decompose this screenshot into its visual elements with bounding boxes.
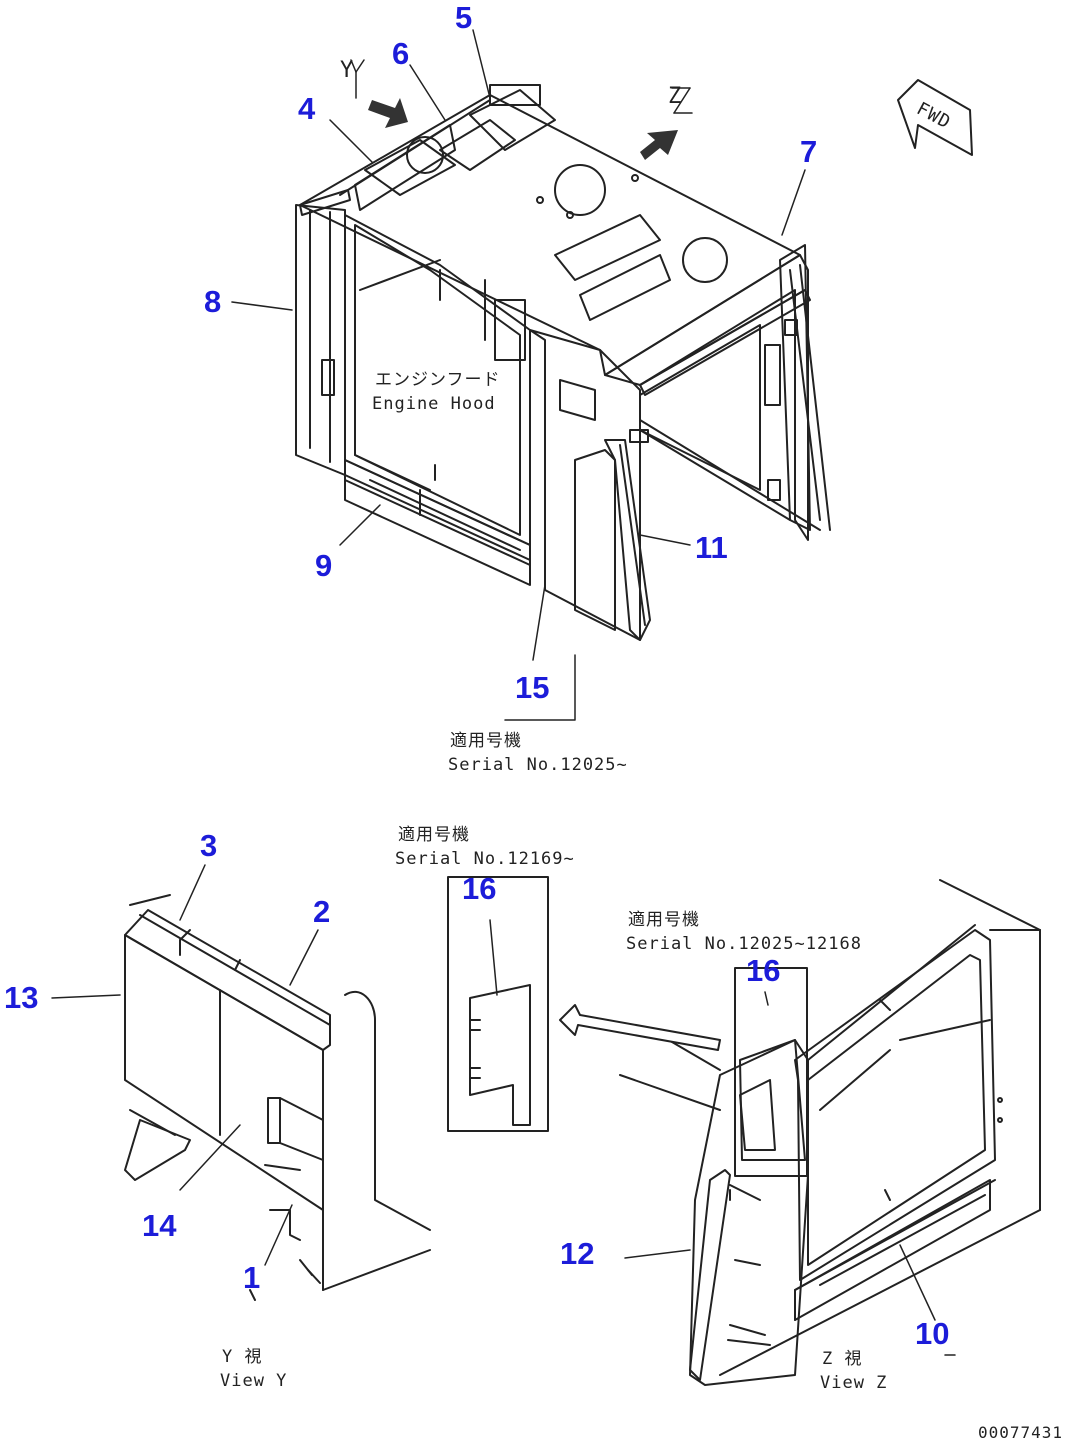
- drawing-number: 00077431: [978, 1423, 1064, 1442]
- fwd-arrow-icon: [897, 79, 973, 156]
- callout-9[interactable]: 9: [315, 548, 333, 583]
- callout-7[interactable]: 7: [800, 134, 818, 169]
- callout-5[interactable]: 5: [455, 0, 473, 35]
- view-z-en: View Z: [820, 1373, 888, 1393]
- serial-view-z-en: Serial No.12025~12168: [626, 934, 862, 954]
- arrow-z-label: Z: [668, 84, 683, 109]
- callout-13[interactable]: 13: [4, 980, 39, 1015]
- arrow-y-icon: [368, 98, 408, 128]
- callout-11[interactable]: 11: [695, 530, 728, 565]
- engine-hood-label-jp: エンジンフード: [375, 370, 501, 390]
- callout-16-detail[interactable]: 16: [462, 871, 497, 906]
- engine-hood-label-en: Engine Hood: [372, 394, 496, 414]
- leader-lines-view-z: [624, 991, 956, 1356]
- view-z-drawing: [559, 879, 1041, 1386]
- callout-14[interactable]: 14: [142, 1208, 177, 1243]
- detail-16-drawing: [447, 876, 549, 1132]
- leader-lines-view-y: [51, 864, 319, 1266]
- callout-3[interactable]: 3: [200, 828, 218, 863]
- arrow-z-icon: [640, 130, 678, 160]
- serial-detail-jp: 適用号機: [398, 825, 470, 845]
- callout-16-view-z[interactable]: 16: [746, 953, 781, 988]
- view-z-jp: Z 視: [822, 1349, 863, 1369]
- callout-15[interactable]: 15: [515, 670, 550, 705]
- callout-12[interactable]: 12: [560, 1236, 595, 1271]
- serial-main-en: Serial No.12025~: [448, 755, 628, 775]
- callout-4[interactable]: 4: [298, 91, 316, 126]
- view-y-jp: Y 視: [222, 1347, 263, 1367]
- view-arrows: [368, 98, 678, 160]
- engine-hood-main-drawing: [295, 84, 831, 641]
- view-z-pointer-arrow-icon: [559, 1004, 721, 1051]
- view-y-en: View Y: [220, 1371, 288, 1391]
- callout-10[interactable]: 10: [915, 1316, 950, 1351]
- callout-1[interactable]: 1: [243, 1260, 261, 1295]
- callout-8[interactable]: 8: [204, 284, 222, 319]
- arrow-y-label: Y: [340, 58, 355, 83]
- callout-2[interactable]: 2: [313, 894, 331, 929]
- serial-detail-en: Serial No.12169~: [395, 849, 575, 869]
- serial-view-z-jp: 適用号機: [628, 910, 700, 930]
- serial-main-jp: 適用号機: [450, 731, 522, 751]
- callout-6[interactable]: 6: [392, 36, 410, 71]
- leader-lines-main: [231, 29, 806, 721]
- view-y-drawing: [124, 894, 431, 1301]
